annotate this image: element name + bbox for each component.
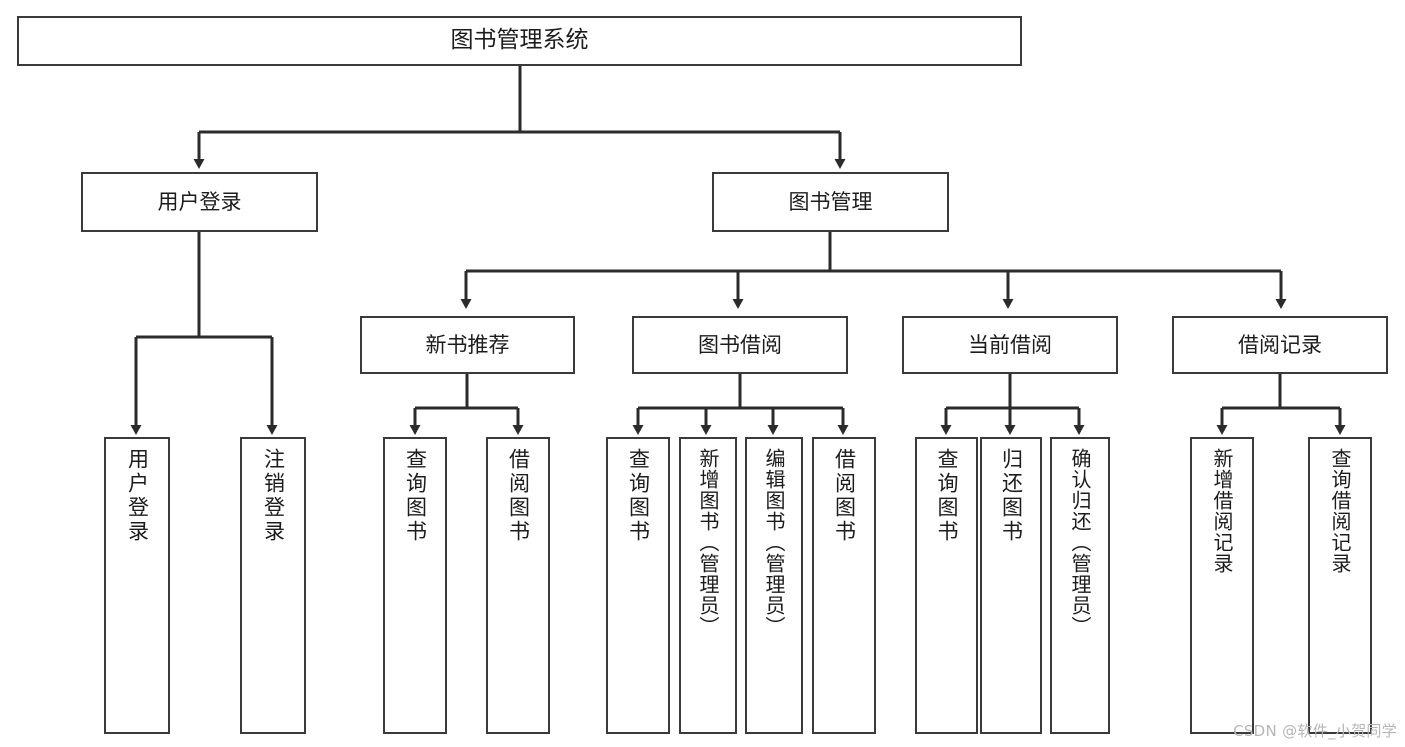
leaf-add-book-admin[interactable]: 新增图书（管理员）	[679, 437, 737, 734]
node-label: 查询图书	[403, 448, 428, 544]
node-label: 新书推荐	[425, 332, 510, 357]
leaf-user-login[interactable]: 用户登录	[104, 437, 170, 734]
node-label: 编辑图书（管理员）	[762, 448, 786, 637]
leaf-confirm-return-admin[interactable]: 确认归还（管理员）	[1050, 437, 1110, 734]
csdn-watermark: CSDN @软件_小贺同学	[1233, 722, 1397, 740]
node-label: 查询图书	[626, 448, 651, 544]
node-label: 新增图书（管理员）	[696, 448, 720, 637]
leaf-query-book-new[interactable]: 查询图书	[383, 437, 447, 734]
node-label: 确认归还（管理员）	[1068, 448, 1092, 637]
node-label: 图书借阅	[698, 332, 782, 357]
node-label: 新增借阅记录	[1210, 448, 1234, 574]
leaf-logout[interactable]: 注销登录	[240, 437, 306, 734]
node-label: 查询图书	[935, 448, 959, 544]
node-label: 图书管理	[788, 189, 873, 214]
leaf-query-book-current[interactable]: 查询图书	[915, 437, 978, 734]
leaf-edit-book-admin[interactable]: 编辑图书（管理员）	[745, 437, 803, 734]
node-label: 用户登录	[157, 189, 242, 214]
leaf-query-borrow-record[interactable]: 查询借阅记录	[1308, 437, 1372, 734]
node-label: 归还图书	[999, 448, 1024, 544]
node-book-borrow[interactable]: 图书借阅	[632, 316, 848, 374]
node-label: 图书管理系统	[450, 27, 589, 54]
leaf-borrow-book-new[interactable]: 借阅图书	[486, 437, 550, 734]
node-user-login[interactable]: 用户登录	[81, 172, 318, 232]
node-label: 用户登录	[125, 448, 150, 544]
node-current-borrow[interactable]: 当前借阅	[902, 316, 1118, 374]
leaf-borrow-book[interactable]: 借阅图书	[812, 437, 876, 734]
node-borrow-records[interactable]: 借阅记录	[1172, 316, 1388, 374]
leaf-add-borrow-record[interactable]: 新增借阅记录	[1190, 437, 1254, 734]
node-label: 借阅图书	[506, 448, 531, 544]
node-label: 借阅记录	[1238, 332, 1322, 357]
node-label: 注销登录	[261, 448, 286, 544]
node-label: 借阅图书	[832, 448, 857, 544]
node-label: 当前借阅	[968, 332, 1052, 357]
node-label: 查询借阅记录	[1328, 448, 1352, 574]
node-book-management[interactable]: 图书管理	[712, 172, 949, 232]
node-root-system[interactable]: 图书管理系统	[17, 16, 1022, 66]
leaf-query-book-borrow[interactable]: 查询图书	[606, 437, 670, 734]
leaf-return-book[interactable]: 归还图书	[980, 437, 1042, 734]
node-new-book-recommend[interactable]: 新书推荐	[360, 316, 575, 374]
